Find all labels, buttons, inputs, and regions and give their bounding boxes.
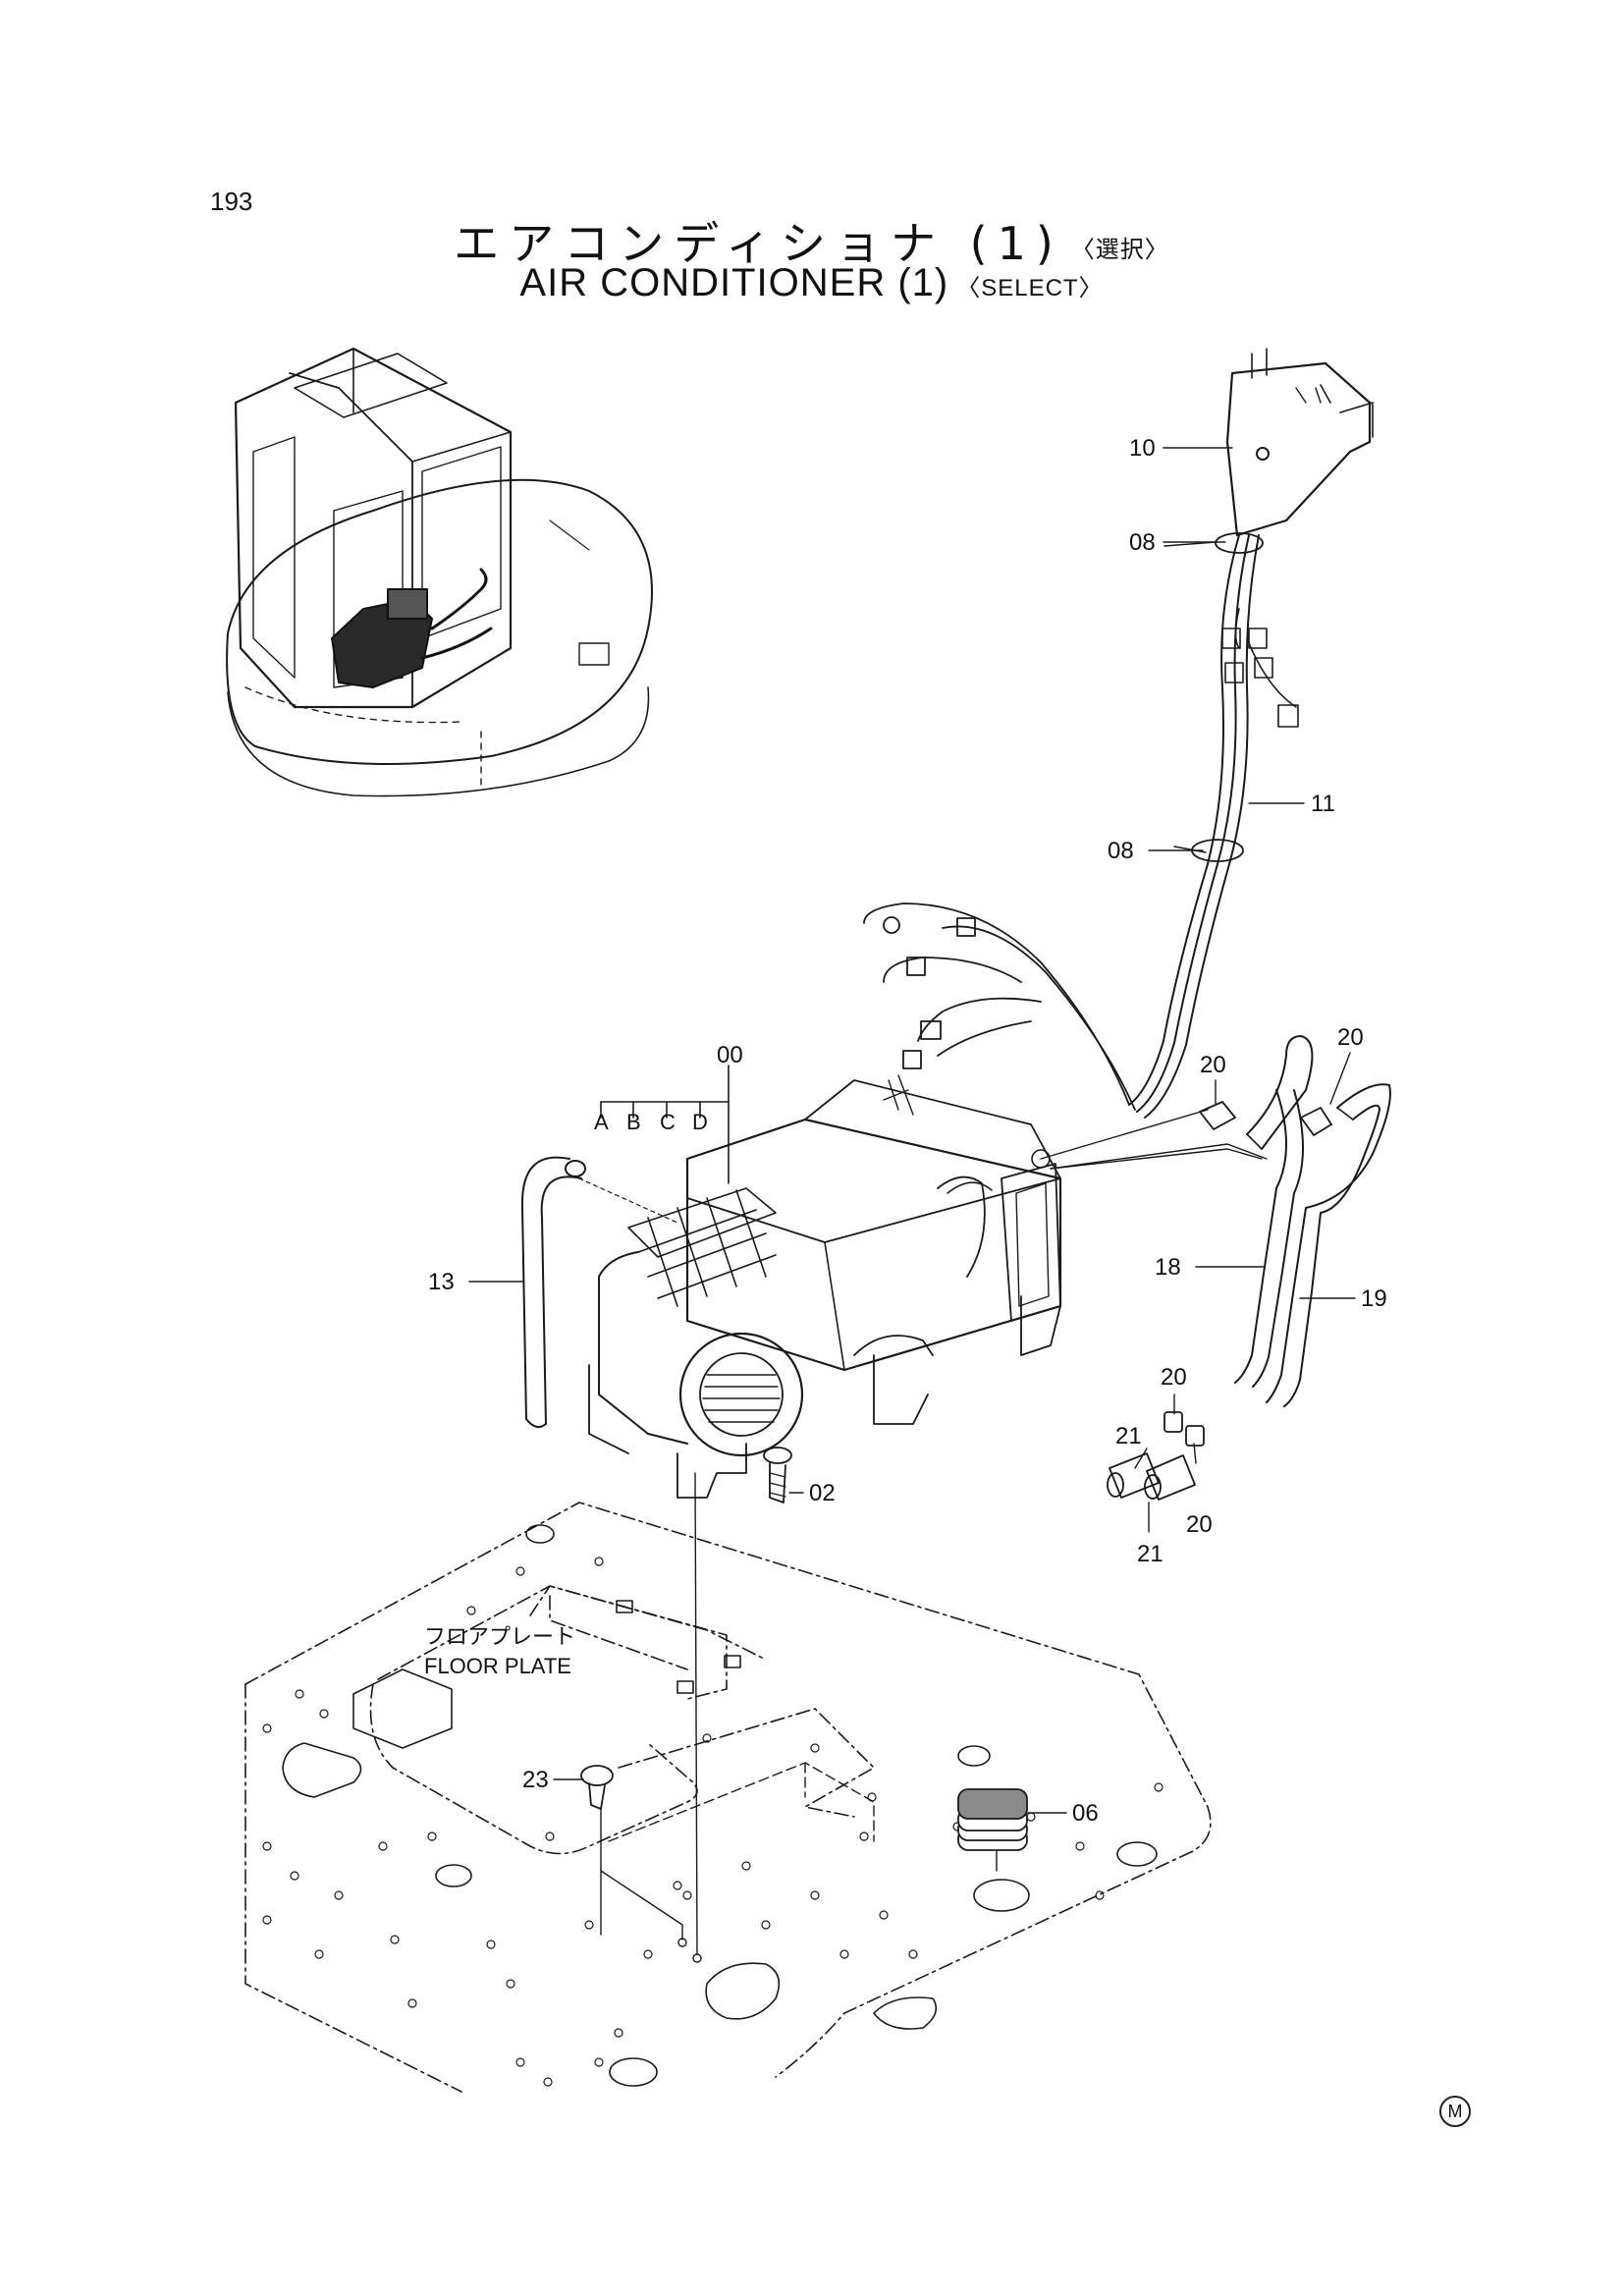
excavator-overview xyxy=(226,347,653,797)
harness-branches xyxy=(863,902,1136,1111)
pad-06 xyxy=(957,1788,1028,1851)
floor-plate-openings xyxy=(282,1524,1158,2087)
callout-20-a: 20 xyxy=(1200,1052,1226,1078)
floor-plate-label-ja: フロアプレート xyxy=(424,1625,575,1650)
callout-02: 02 xyxy=(809,1480,836,1506)
ac-unit xyxy=(588,1074,1268,1499)
hose-clamps xyxy=(1163,1101,1332,1447)
variant-label-b: B xyxy=(626,1110,641,1134)
controller-bracket xyxy=(1225,348,1374,537)
manufacturer-mark: M xyxy=(1439,2096,1471,2127)
callout-10: 10 xyxy=(1129,435,1156,462)
title-ja-text: エアコンディショナ (1) xyxy=(454,217,1063,270)
variant-label-d: D xyxy=(692,1110,708,1134)
callout-leaders xyxy=(468,447,1356,1814)
callout-20-b: 20 xyxy=(1337,1024,1364,1051)
hose-13 xyxy=(520,1156,678,1429)
callout-06: 06 xyxy=(1072,1800,1099,1827)
callout-20-d: 20 xyxy=(1186,1511,1213,1538)
floor-plate xyxy=(244,1502,1212,2093)
title-japanese: エアコンディショナ (1) 〈選択〉 xyxy=(0,208,1623,273)
callout-20-c: 20 xyxy=(1161,1364,1187,1391)
callout-19: 19 xyxy=(1361,1285,1387,1312)
callout-08-upper: 08 xyxy=(1129,529,1156,556)
title-en-text: AIR CONDITIONER (1) xyxy=(519,261,949,304)
title-en-note: 〈SELECT〉 xyxy=(956,274,1104,301)
variant-bracket xyxy=(600,1065,730,1184)
callout-21-upper: 21 xyxy=(1115,1423,1142,1449)
variant-label-a: A xyxy=(594,1110,609,1134)
callout-13: 13 xyxy=(428,1269,455,1295)
hoses-18-19 xyxy=(1234,1035,1391,1407)
callout-00: 00 xyxy=(717,1042,743,1068)
callout-labels: 10 08 11 08 00 20 20 13 18 19 02 20 21 2… xyxy=(424,435,1387,1827)
wire-harness xyxy=(1128,532,1299,1119)
title-ja-note: 〈選択〉 xyxy=(1070,236,1169,263)
page-number: 193 xyxy=(210,187,253,216)
title-english: AIR CONDITIONER (1) 〈SELECT〉 xyxy=(0,261,1623,305)
callout-23: 23 xyxy=(522,1767,549,1793)
overview-ac-unit xyxy=(331,568,493,688)
clip-23 xyxy=(580,1765,614,1810)
callout-11: 11 xyxy=(1311,791,1335,817)
variant-label-c: C xyxy=(660,1110,676,1134)
mounting-leader-lines xyxy=(600,1472,998,1963)
bolt-02 xyxy=(763,1447,792,1503)
callout-18: 18 xyxy=(1155,1254,1181,1281)
callout-21-lower: 21 xyxy=(1137,1541,1163,1567)
fittings-21 xyxy=(1107,1452,1196,1501)
floor-plate-holes xyxy=(262,1557,1163,2087)
callout-08-lower: 08 xyxy=(1108,838,1134,864)
floor-plate-label-en: FLOOR PLATE xyxy=(424,1654,571,1678)
